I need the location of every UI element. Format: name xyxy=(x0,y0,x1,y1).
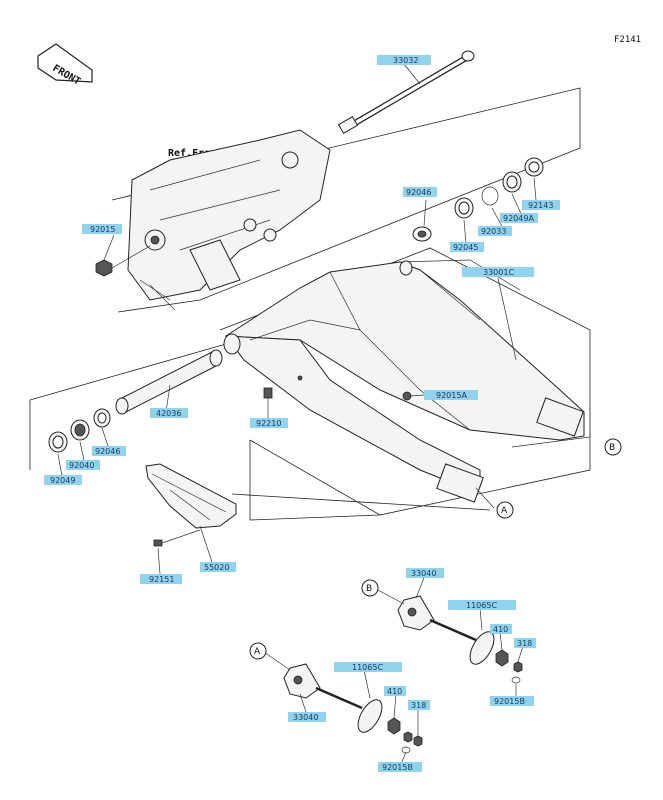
svg-text:42036: 42036 xyxy=(156,409,181,418)
label-92033: 92033 xyxy=(478,226,512,236)
label-92151: 92151 xyxy=(140,574,182,584)
left-tube-drawing xyxy=(48,349,223,453)
bolt-92210-drawing xyxy=(263,387,273,399)
svg-text:92040: 92040 xyxy=(69,461,94,470)
label-318-b: 318 xyxy=(514,638,536,648)
svg-text:92210: 92210 xyxy=(256,419,281,428)
callout-a-main: A xyxy=(496,501,514,519)
label-92015: 92015 xyxy=(82,224,122,234)
chain-adjuster-b-drawing xyxy=(397,595,523,684)
callout-a-adjuster: A xyxy=(249,642,267,660)
label-92015b-b: 92015B xyxy=(490,696,534,706)
label-92040: 92040 xyxy=(66,460,100,470)
label-11065c-a: 11065C xyxy=(334,662,402,672)
label-92049a: 92049A xyxy=(500,213,538,223)
label-33040-b: 33040 xyxy=(406,568,444,578)
callout-b-adjuster: B xyxy=(361,579,379,597)
svg-text:92033: 92033 xyxy=(481,227,506,236)
label-33040-a: 33040 xyxy=(288,712,326,722)
label-410-a: 410 xyxy=(384,686,406,696)
chain-guide-drawing xyxy=(145,463,237,563)
svg-text:33032: 33032 xyxy=(393,56,418,65)
callout-b-main: B xyxy=(604,438,622,456)
label-410-b: 410 xyxy=(490,624,512,634)
svg-text:11065C: 11065C xyxy=(352,663,383,672)
diagram-code: F2141 xyxy=(614,35,641,45)
svg-text:410: 410 xyxy=(493,625,508,634)
svg-text:92151: 92151 xyxy=(149,575,174,584)
svg-text:92015A: 92015A xyxy=(436,391,467,400)
label-92143: 92143 xyxy=(522,200,560,210)
label-92015a: 92015A xyxy=(424,390,478,400)
svg-text:92015B: 92015B xyxy=(382,763,413,772)
label-92045: 92045 xyxy=(450,242,484,252)
swing-arm-drawing xyxy=(223,259,585,503)
label-92046-top: 92046 xyxy=(403,187,437,197)
label-92049: 92049 xyxy=(44,475,82,485)
svg-text:410: 410 xyxy=(387,687,402,696)
svg-text:33040: 33040 xyxy=(293,713,318,722)
assembly-boundary-lines xyxy=(29,87,591,521)
label-11065c-b: 11065C xyxy=(448,600,516,610)
svg-text:33001C: 33001C xyxy=(483,268,514,277)
svg-text:318: 318 xyxy=(411,701,426,710)
svg-text:318: 318 xyxy=(517,639,532,648)
label-92210: 92210 xyxy=(250,418,288,428)
svg-text:A: A xyxy=(501,506,508,516)
label-42036: 42036 xyxy=(150,408,188,418)
svg-text:B: B xyxy=(366,584,372,594)
svg-text:92049: 92049 xyxy=(50,476,75,485)
svg-text:55020: 55020 xyxy=(204,563,229,572)
label-55020: 55020 xyxy=(200,562,236,572)
label-33032: 33032 xyxy=(377,55,431,65)
label-92015b-a: 92015B xyxy=(378,762,422,772)
pivot-shaft-drawing xyxy=(337,50,475,135)
svg-text:92046: 92046 xyxy=(406,188,431,197)
label-318-a: 318 xyxy=(408,700,430,710)
chain-adjuster-a-drawing xyxy=(283,663,423,754)
svg-text:A: A xyxy=(254,647,261,657)
svg-text:92049A: 92049A xyxy=(503,214,534,223)
front-arrow-icon: FRONT xyxy=(37,43,93,88)
svg-text:92045: 92045 xyxy=(453,243,478,252)
svg-text:B: B xyxy=(609,443,615,453)
svg-text:33040: 33040 xyxy=(411,569,436,578)
svg-text:92015B: 92015B xyxy=(494,697,525,706)
label-92046-left: 92046 xyxy=(92,446,126,456)
ref-frame-label: Ref.Frame xyxy=(168,148,222,159)
right-bearing-stack xyxy=(412,157,544,242)
svg-text:92015: 92015 xyxy=(90,225,115,234)
svg-text:11065C: 11065C xyxy=(466,601,497,610)
svg-text:92046: 92046 xyxy=(95,447,120,456)
frame-section-drawing xyxy=(127,129,331,311)
svg-text:92143: 92143 xyxy=(528,201,553,210)
label-33001c: 33001C xyxy=(462,267,534,277)
